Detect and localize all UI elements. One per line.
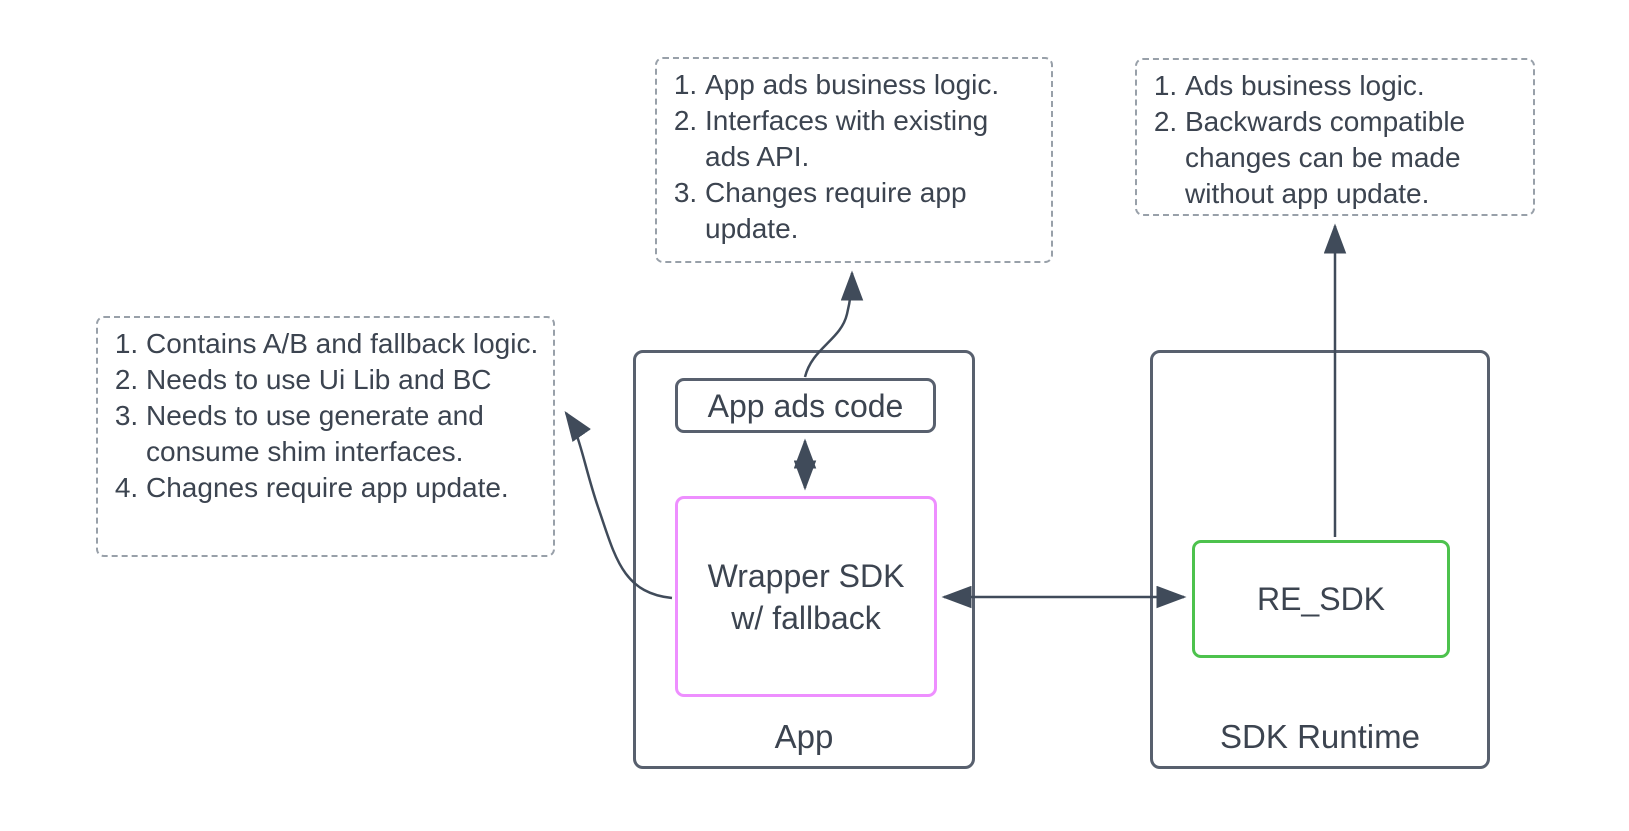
note-item: Needs to use generate and consume shim i…	[146, 398, 543, 470]
note-item: Ads business logic.	[1185, 68, 1523, 104]
app-ads-code-node: App ads code	[675, 378, 936, 433]
sdk-runtime-container-label: SDK Runtime	[1220, 718, 1420, 755]
note-item: Chagnes require app update.	[146, 470, 543, 506]
note-item: Needs to use Ui Lib and BC	[146, 362, 543, 398]
note-wrapper-sdk-list: Contains A/B and fallback logic. Needs t…	[108, 326, 543, 506]
note-wrapper-sdk: Contains A/B and fallback logic. Needs t…	[96, 316, 555, 557]
note-item: Contains A/B and fallback logic.	[146, 326, 543, 362]
note-item: Changes require app update.	[705, 175, 1041, 247]
note-app-ads-code-list: App ads business logic. Interfaces with …	[667, 67, 1041, 247]
note-item: App ads business logic.	[705, 67, 1041, 103]
re-sdk-label: RE_SDK	[1256, 581, 1386, 617]
note-item: Backwards compatible changes can be made…	[1185, 104, 1523, 212]
sdk-runtime-container: SDK Runtime	[1150, 350, 1490, 769]
note-item: Interfaces with existing ads API.	[705, 103, 1041, 175]
re-sdk-node: RE_SDK	[1192, 540, 1450, 658]
wrapper-sdk-node: Wrapper SDK w/ fallback	[675, 496, 937, 697]
note-re-sdk-list: Ads business logic. Backwards compatible…	[1147, 68, 1523, 212]
app-container-label: App	[774, 718, 834, 755]
app-ads-code-label: App ads code	[707, 387, 904, 424]
wrapper-sdk-label: Wrapper SDK w/ fallback	[707, 557, 905, 636]
note-app-ads-code: App ads business logic. Interfaces with …	[655, 57, 1053, 263]
note-re-sdk: Ads business logic. Backwards compatible…	[1135, 58, 1535, 216]
